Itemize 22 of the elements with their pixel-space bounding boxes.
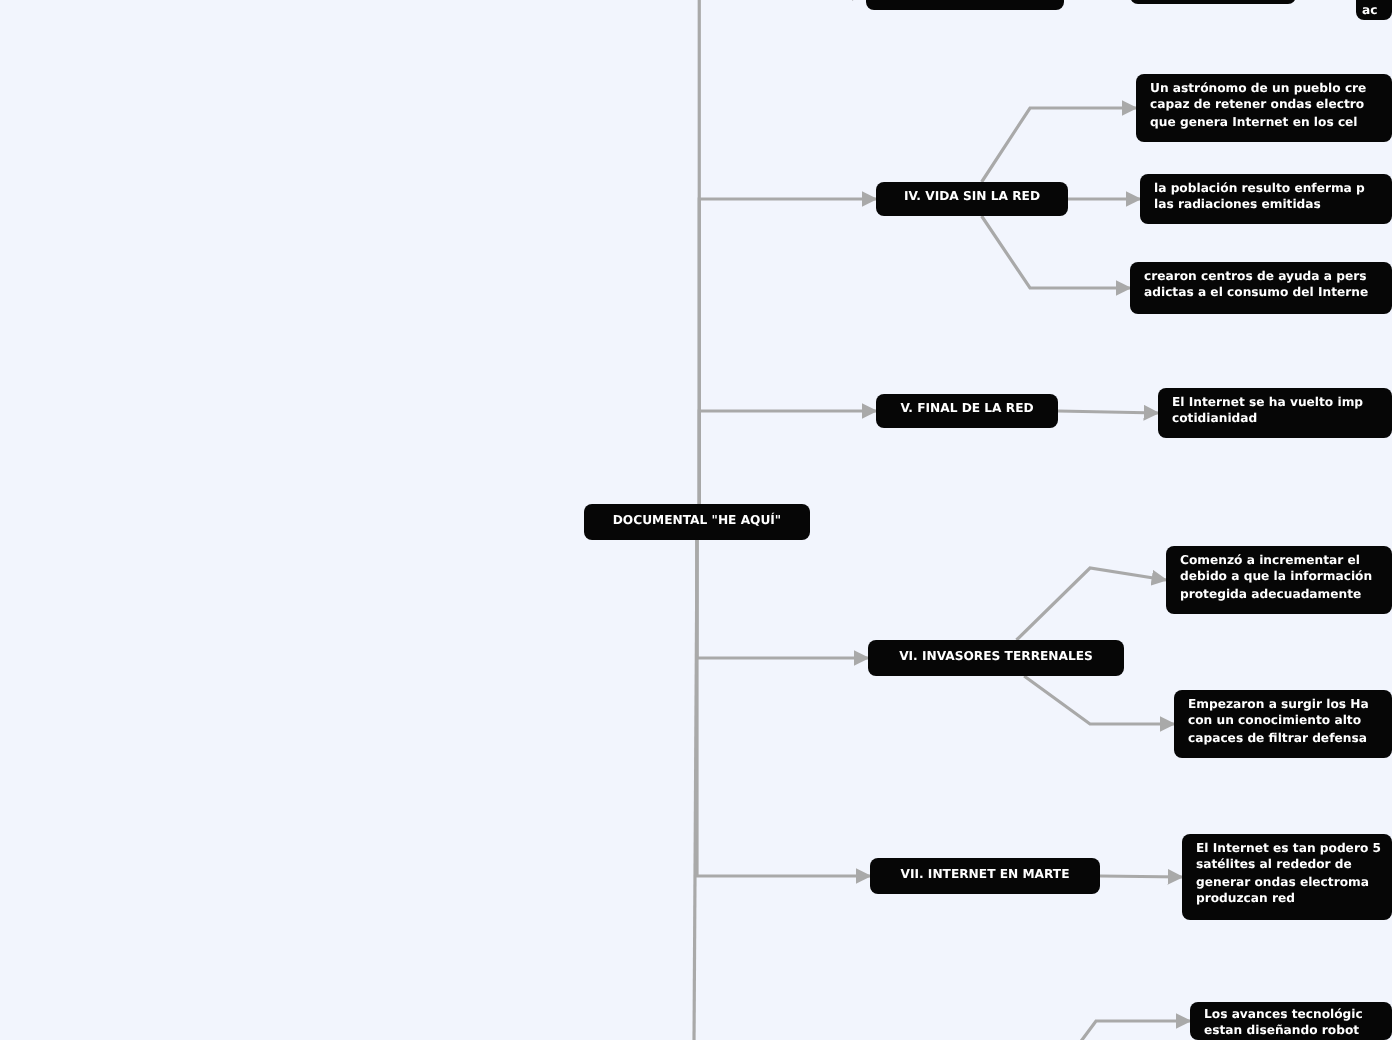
topic-box bbox=[876, 394, 1058, 428]
topic-box bbox=[868, 640, 1124, 676]
subtopic-box bbox=[1136, 74, 1392, 142]
topic-box bbox=[870, 858, 1100, 894]
subtopic-box bbox=[1140, 174, 1392, 224]
connector-arrow bbox=[1068, 191, 1142, 207]
subtopic-box bbox=[1174, 690, 1392, 758]
subtopic-box bbox=[1158, 388, 1392, 438]
subtopic-box bbox=[1190, 1002, 1392, 1040]
connector-arrow bbox=[980, 100, 1138, 183]
topic-box bbox=[584, 504, 810, 540]
connector-arrow bbox=[980, 215, 1132, 296]
subtopic-box bbox=[1166, 546, 1392, 614]
connector-arrow bbox=[1099, 868, 1184, 885]
connector-arrow bbox=[1023, 674, 1176, 732]
connector-arrow bbox=[1057, 404, 1160, 421]
connector-arrow bbox=[1074, 1013, 1192, 1040]
subtopic-box bbox=[1182, 834, 1392, 920]
connector-arrow bbox=[697, 403, 878, 504]
connector-arrow bbox=[1015, 566, 1168, 642]
subtopic-box bbox=[1130, 262, 1392, 314]
topic-box bbox=[876, 182, 1068, 216]
